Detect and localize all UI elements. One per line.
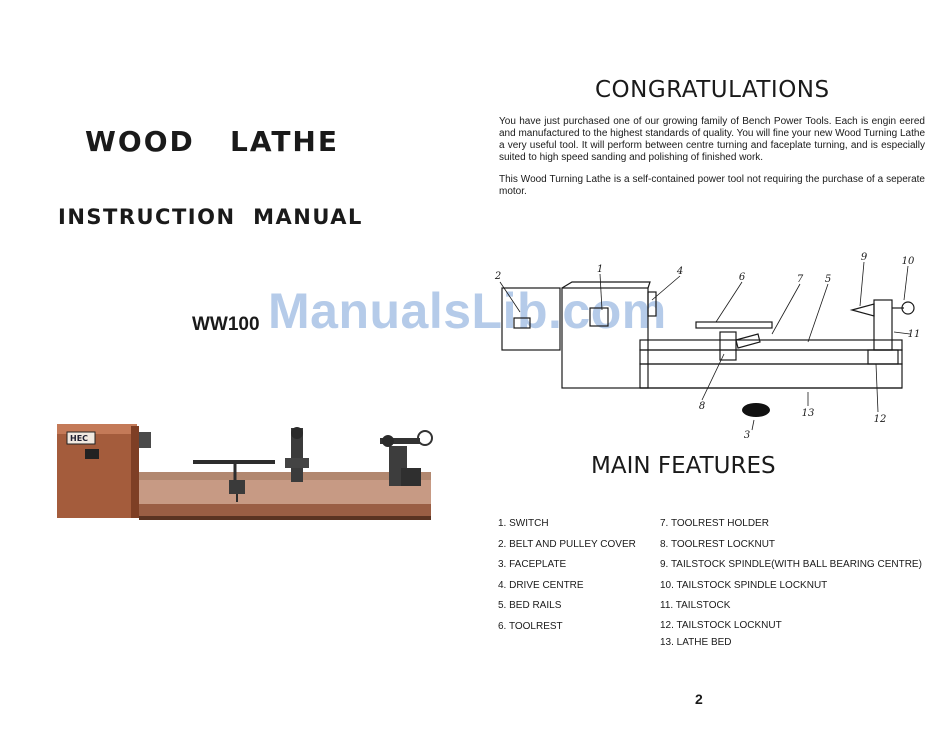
feature-item: 3. FACEPLATE xyxy=(498,559,567,570)
feature-item: 6. TOOLREST xyxy=(498,621,563,632)
intro-paragraph-1: You have just purchased one of our growi… xyxy=(499,116,926,163)
callout-5: 5 xyxy=(825,274,831,285)
callout-8: 8 xyxy=(699,401,705,412)
callout-2: 2 xyxy=(494,271,501,282)
feature-item: 9. TAILSTOCK SPINDLE(WITH BALL BEARING C… xyxy=(660,559,922,570)
feature-item: 5. BED RAILS xyxy=(498,600,562,611)
lathe-photo: HEC xyxy=(55,418,437,526)
congratulations-heading: CONGRATULATIONS xyxy=(595,77,830,103)
bed-rails xyxy=(139,472,431,480)
callout-12: 12 xyxy=(874,414,887,425)
manual-subtitle: INSTRUCTION MANUAL xyxy=(58,205,363,229)
feature-item: 11. TAILSTOCK xyxy=(660,600,731,611)
callout-7: 7 xyxy=(797,274,804,285)
feature-item: 10. TAILSTOCK SPINDLE LOCKNUT xyxy=(660,580,828,591)
model-number: WW100 xyxy=(192,314,260,335)
feature-item: 1. SWITCH xyxy=(498,518,549,529)
feature-item: 8. TOOLREST LOCKNUT xyxy=(660,539,776,550)
feature-item: 12. TAILSTOCK LOCKNUT xyxy=(660,620,782,631)
callout-10: 10 xyxy=(902,256,915,267)
intro-paragraph-2: This Wood Turning Lathe is a self-contai… xyxy=(499,174,925,197)
watermark: ManualsLib.com xyxy=(268,283,667,339)
feature-item: 4. DRIVE CENTRE xyxy=(498,580,584,591)
callout-6: 6 xyxy=(739,272,746,283)
intro-text: You have just purchased one of our growi… xyxy=(499,116,925,208)
callout-11: 11 xyxy=(908,329,920,340)
toolrest xyxy=(193,460,275,464)
feature-item: 7. TOOLREST HOLDER xyxy=(660,518,769,529)
callout-13: 13 xyxy=(802,408,815,419)
feature-item: 2. BELT AND PULLEY COVER xyxy=(498,539,636,550)
main-features-heading: MAIN FEATURES xyxy=(591,453,776,479)
callout-9: 9 xyxy=(861,252,868,263)
callout-3: 3 xyxy=(744,430,750,441)
callout-1: 1 xyxy=(597,264,603,275)
photo-badge: HEC xyxy=(70,434,88,443)
manual-title: WOOD LATHE xyxy=(85,125,339,158)
callout-4: 4 xyxy=(676,266,683,277)
page-number: 2 xyxy=(695,691,703,707)
feature-item: 13. LATHE BED xyxy=(660,637,732,648)
lathe-diagram: 1 2 3 4 6 7 5 8 9 10 11 12 13 xyxy=(494,252,920,441)
